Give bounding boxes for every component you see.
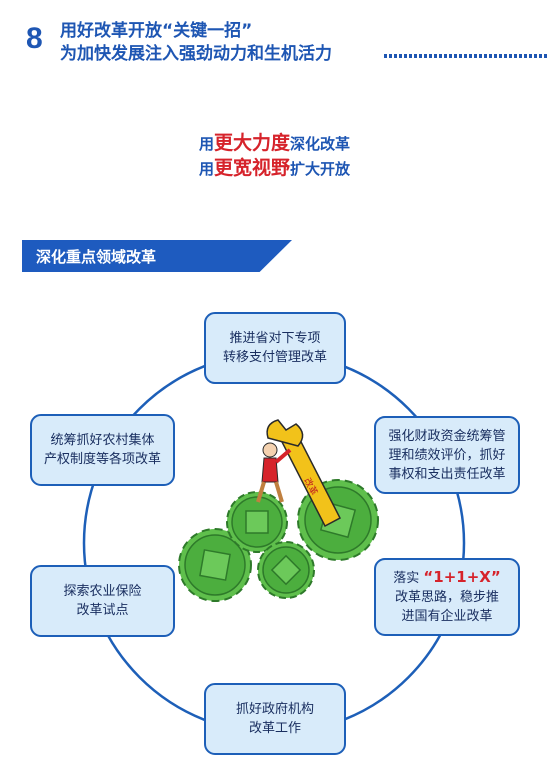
page-title-line1: 用好改革开放“关键一招” <box>60 21 253 41</box>
page-header: 8 用好改革开放“关键一招” 为加快发展注入强劲动力和生机活力 <box>22 14 549 66</box>
gear-icon <box>226 491 288 553</box>
slogan1-suffix: 深化改革 <box>290 135 351 153</box>
item-highlight: “1+1+X” <box>423 568 501 586</box>
reform-item-agri-insurance: 探索农业保险 改革试点 <box>30 565 175 637</box>
item-text: 产权制度等各项改革 <box>43 452 161 467</box>
slogan-line2: 用更宽视野扩大开放 <box>0 153 549 180</box>
gear-icon <box>257 541 315 599</box>
reform-item-fiscal-coordination: 强化财政资金统筹管 理和绩效评价，抓好 事权和支出责任改革 <box>374 416 520 494</box>
reform-item-soe: 落实 “1+1+X” 改革思路，稳步推 进国有企业改革 <box>374 558 520 636</box>
item-text: 理和绩效评价，抓好 <box>388 447 506 463</box>
item-text: 改革思路，稳步推 <box>394 590 499 605</box>
slogan2-suffix: 扩大开放 <box>290 160 351 178</box>
item-text: 抓好政府机构 <box>235 702 314 717</box>
item-text: 强化财政资金统筹管 <box>388 428 506 444</box>
item-text: 探索农业保险 <box>63 584 142 599</box>
reform-item-rural-property: 统筹抓好农村集体 产权制度等各项改革 <box>30 414 175 486</box>
reform-item-gov-agency: 抓好政府机构 改革工作 <box>204 683 346 755</box>
slogan2-prefix: 用 <box>198 160 214 178</box>
slogan1-prefix: 用 <box>198 135 214 153</box>
wrench-icon: 改革 <box>266 419 342 528</box>
item-prefix: 落实 <box>393 571 420 586</box>
item-text: 改革试点 <box>76 603 129 618</box>
gear-icon <box>178 528 252 602</box>
reform-diagram: 改革 <box>82 351 466 735</box>
item-text: 进国有企业改革 <box>401 609 493 624</box>
item-text-first-line: 落实 “1+1+X” <box>376 568 518 588</box>
section-number: 8 <box>26 22 43 55</box>
section-banner <box>22 240 292 272</box>
dotted-divider <box>384 54 549 58</box>
slogan1-highlight: 更大力度 <box>213 132 290 154</box>
item-text: 推进省对下专项 <box>229 331 321 346</box>
item-text: 改革工作 <box>248 721 301 736</box>
item-text: 事权和支出责任改革 <box>388 466 506 482</box>
reform-item-transfer-payment: 推进省对下专项 转移支付管理改革 <box>204 312 346 384</box>
section-title: 深化重点领域改革 <box>36 248 157 266</box>
worker-figure <box>256 442 292 503</box>
slogan2-highlight: 更宽视野 <box>213 157 290 179</box>
slogan-line1: 用更大力度深化改革 <box>0 128 549 155</box>
item-text: 转移支付管理改革 <box>222 350 327 365</box>
item-text: 统筹抓好农村集体 <box>50 433 155 448</box>
page-title-line2: 为加快发展注入强劲动力和生机活力 <box>60 44 332 64</box>
